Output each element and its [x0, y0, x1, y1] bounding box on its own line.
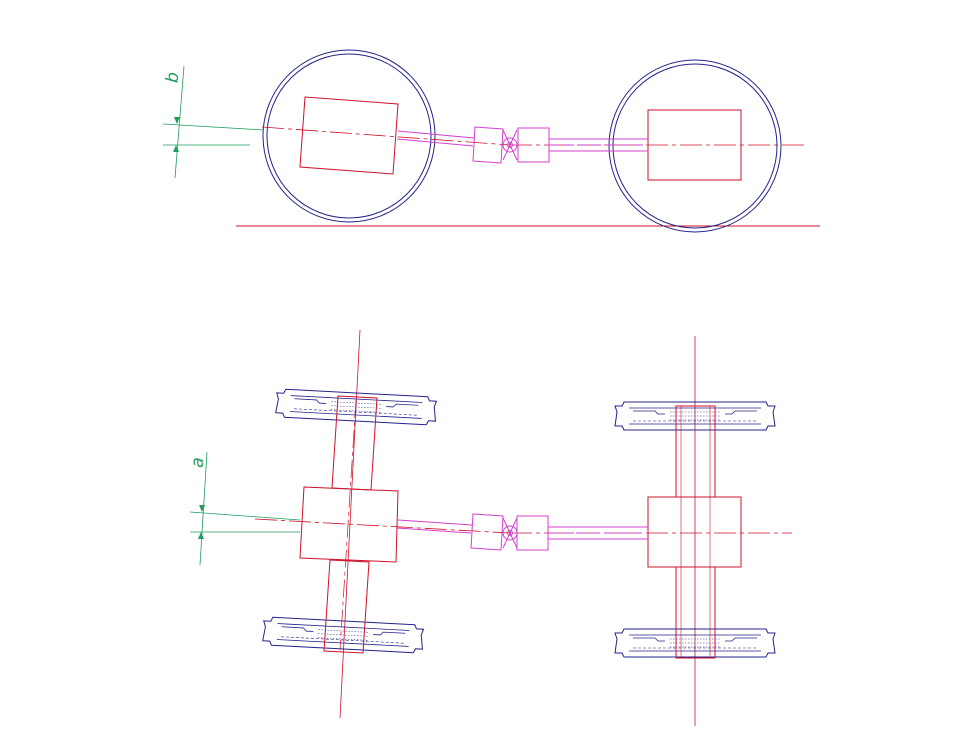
angle-b-dimension	[162, 65, 265, 179]
side-cardan-shaft	[396, 126, 648, 164]
top-right-axle	[647, 405, 742, 659]
side-left-centerline	[261, 126, 511, 146]
top-cardan-shaft	[396, 513, 648, 551]
side-right-wheel	[608, 59, 782, 233]
top-view: a	[188, 329, 792, 726]
top-left-upper-tire	[274, 388, 438, 426]
side-view: b	[162, 49, 820, 233]
angle-a-dimension	[189, 451, 301, 566]
top-left-lower-tire	[261, 616, 425, 654]
angle-b-label: b	[163, 71, 184, 83]
top-left-centerline	[254, 518, 511, 534]
side-left-axle-box	[299, 96, 399, 175]
top-left-axle	[299, 395, 399, 654]
side-left-wheel	[262, 49, 436, 223]
angle-a-label: a	[188, 457, 209, 469]
